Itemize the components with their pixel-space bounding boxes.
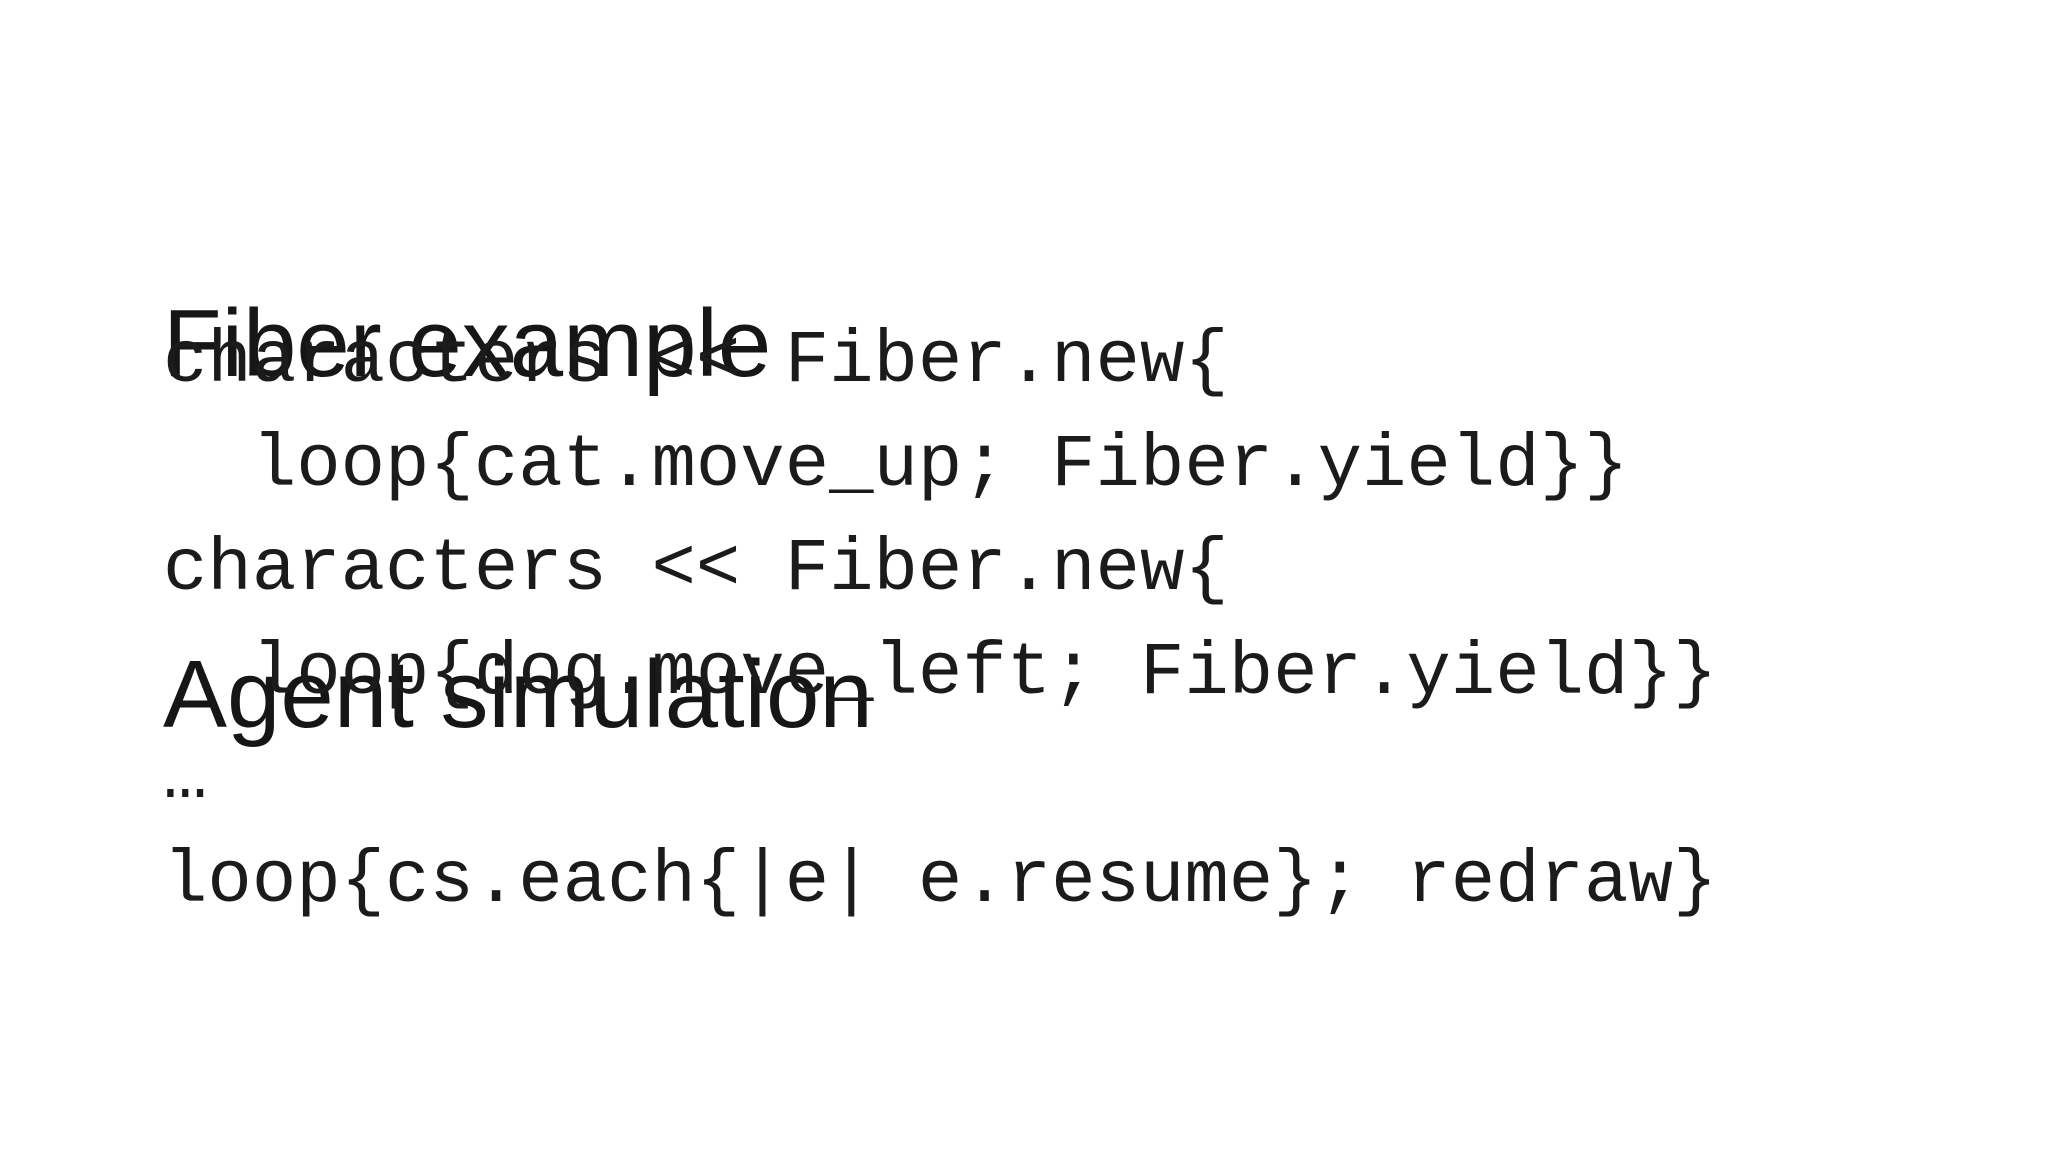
- code-line-loop-cat: loop{cat.move_up; Fiber.yield}}: [163, 424, 1629, 508]
- code-line-characters-cat: characters << Fiber.new{: [163, 320, 1229, 404]
- title-line-fiber-example: Fiber example: [163, 290, 772, 397]
- code-line-loop-dog: loop{dog.move_left; Fiber.yield}}: [163, 632, 1718, 716]
- title-line-agent-simulation: Agent simulation: [163, 641, 873, 748]
- code-line-main-loop: loop{cs.each{|e| e.resume}; redraw}: [163, 840, 1718, 924]
- code-line-ellipsis: …: [163, 736, 208, 820]
- code-line-characters-dog: characters << Fiber.new{: [163, 528, 1229, 612]
- slide-title: Fiber example Agent simulation: [163, 51, 873, 987]
- code-block: characters << Fiber.new{ loop{cat.move_u…: [163, 310, 1717, 934]
